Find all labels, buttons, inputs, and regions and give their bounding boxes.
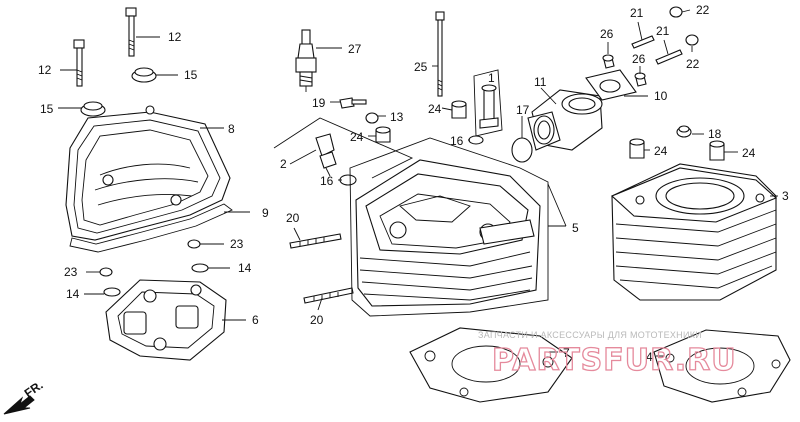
oring-17 — [511, 137, 533, 163]
callout-21-lower: 21 — [656, 24, 670, 38]
bolt-26-upper — [602, 54, 615, 69]
camshaft-holder — [105, 279, 227, 361]
washer-23-upper — [187, 239, 201, 249]
front-label: FR. — [22, 378, 46, 401]
callout-4: 4 — [646, 350, 653, 364]
callouts: 12 12 15 15 8 9 23 23 14 14 6 20 20 27 1… — [38, 3, 789, 364]
callout-7: 7 — [563, 346, 570, 360]
oring-16-left — [339, 174, 357, 186]
callout-22-lower: 22 — [686, 57, 700, 71]
callout-16-center: 16 — [450, 134, 464, 148]
callout-14-left: 14 — [66, 287, 80, 301]
valve-guide-1 — [473, 69, 503, 137]
bolt-19 — [339, 97, 367, 109]
callout-25: 25 — [414, 60, 428, 74]
stud-20-upper — [289, 233, 342, 249]
leader-lines — [58, 9, 778, 357]
cylinder-head — [349, 137, 549, 317]
washer-13 — [365, 112, 379, 124]
plug-18 — [676, 125, 692, 138]
leader-5 — [547, 183, 567, 227]
callout-26-upper: 26 — [600, 27, 614, 41]
bolt-12-left — [73, 39, 85, 87]
watermark-tagline: ЗАПЧАСТИ И АКСЕССУАРЫ ДЛЯ МОТОТЕХНИКИ — [478, 330, 702, 340]
bolt-26-lower — [634, 72, 647, 87]
callout-18: 18 — [708, 127, 722, 141]
callout-23-left: 23 — [64, 265, 78, 279]
washer-14-left — [103, 287, 121, 297]
callout-19: 19 — [312, 96, 326, 110]
intake-pipe-11 — [527, 89, 603, 151]
callout-9: 9 — [262, 206, 269, 220]
head-cover — [65, 105, 231, 241]
callout-5: 5 — [572, 221, 579, 235]
callout-24-cyl-left: 24 — [654, 144, 668, 158]
callout-6: 6 — [252, 313, 259, 327]
callout-14-right: 14 — [238, 261, 252, 275]
nut-22-upper — [669, 6, 683, 18]
watermark-brand: PARTSFUR.RU — [492, 343, 737, 378]
callout-13: 13 — [390, 110, 404, 124]
callout-22-upper: 22 — [696, 3, 710, 17]
callout-20-upper: 20 — [286, 211, 300, 225]
head-cover-gasket — [69, 203, 233, 253]
cap-15-left — [80, 101, 106, 117]
head-gasket-7 — [409, 327, 573, 403]
callout-21-upper: 21 — [630, 6, 644, 20]
washer-14-right — [191, 263, 209, 273]
watermark: ЗАПЧАСТИ И АКСЕССУАРЫ ДЛЯ МОТОТЕХНИКИ PA… — [478, 330, 737, 379]
bolt-12-right — [125, 7, 137, 57]
callout-2: 2 — [280, 157, 287, 171]
callout-26-lower: 26 — [632, 52, 646, 66]
cylinder-3 — [610, 163, 778, 301]
insulator-10 — [585, 69, 637, 101]
fitting-2 — [315, 133, 337, 177]
cap-15-right — [131, 67, 157, 83]
nut-22-lower — [685, 34, 699, 46]
callout-11: 11 — [534, 75, 547, 89]
callout-10: 10 — [654, 89, 668, 103]
spark-plug-27 — [295, 29, 317, 92]
stud-20-lower — [303, 287, 354, 304]
callout-24-upper: 24 — [428, 102, 442, 116]
dowel-24-upper — [451, 100, 467, 119]
dowel-24-cyl-right — [709, 140, 725, 161]
stud-21-lower — [655, 49, 683, 65]
callout-8: 8 — [228, 122, 235, 136]
callout-27: 27 — [348, 42, 362, 56]
callout-3: 3 — [782, 189, 789, 203]
callout-15-right: 15 — [184, 68, 198, 82]
callout-23-right: 23 — [230, 237, 244, 251]
dowel-24-center — [375, 126, 391, 143]
callout-17: 17 — [516, 103, 530, 117]
callout-12-right: 12 — [168, 30, 182, 44]
callout-1: 1 — [488, 71, 495, 85]
group-outline-2 — [273, 117, 414, 179]
oring-16-center — [468, 135, 484, 145]
callout-20-lower: 20 — [310, 313, 324, 327]
callout-24-center: 24 — [350, 130, 364, 144]
stud-21-upper — [631, 35, 655, 49]
callout-24-cyl-right: 24 — [742, 146, 756, 160]
front-arrow-icon: FR. — [3, 378, 46, 415]
cylinder-gasket-4 — [653, 329, 791, 403]
stud-bolt-25 — [435, 11, 445, 97]
dowel-24-cyl-left — [629, 138, 645, 159]
callout-12-left: 12 — [38, 63, 52, 77]
callout-15-left: 15 — [40, 102, 54, 116]
callout-16-left: 16 — [320, 174, 334, 188]
washer-23-lower — [99, 267, 113, 277]
